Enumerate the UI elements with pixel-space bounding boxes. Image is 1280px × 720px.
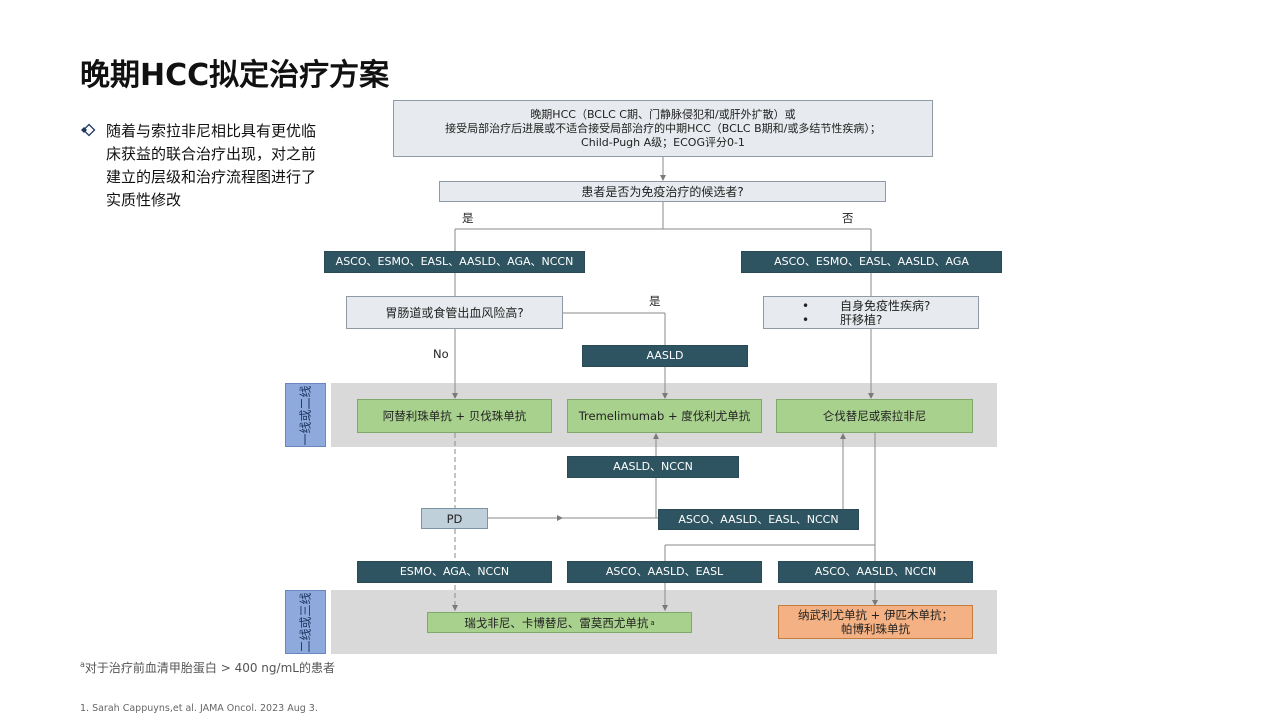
guideline-box-asco-aasld-nccn: ASCO、AASLD、NCCN xyxy=(778,561,973,583)
progression-pd-box: PD xyxy=(421,508,488,529)
contraindication-item: 肝移植? xyxy=(764,313,978,327)
page-title: 晚期HCC拟定治疗方案 xyxy=(80,58,390,93)
footnote-marker: a xyxy=(650,618,655,627)
first-or-second-line-label: 一线或二线 xyxy=(285,383,326,447)
no-label: 否 xyxy=(842,211,854,225)
gi-bleeding-question: 胃肠道或食管出血风险高? xyxy=(346,296,563,329)
footnote-afp: a对于治疗前血清甲胎蛋白 > 400 ng/mL的患者 xyxy=(80,660,335,675)
guideline-box-aasld: AASLD xyxy=(582,345,748,367)
guideline-box-left: ASCO、ESMO、EASL、AASLD、AGA、NCCN xyxy=(324,251,585,273)
reference-citation: 1. Sarah Cappuyns,et al. JAMA Oncol. 202… xyxy=(80,703,318,714)
yes-label: 是 xyxy=(462,211,474,225)
diamond-bullet-icon xyxy=(81,123,96,137)
immunotherapy-candidate-question: 患者是否为免疫治疗的候选者? xyxy=(439,181,886,202)
guideline-box-right: ASCO、ESMO、EASL、AASLD、AGA xyxy=(741,251,1002,273)
summary-text: 随着与索拉非尼相比具有更优临床获益的联合治疗出现，对之前建立的层级和治疗流程图进… xyxy=(106,122,317,209)
treme-durva-box: Tremelimumab + 度伐利尤单抗 xyxy=(567,399,762,433)
atezo-bev-box: 阿替利珠单抗 + 贝伐珠单抗 xyxy=(357,399,552,433)
gi-yes-label: 是 xyxy=(649,294,661,308)
guideline-box-esmo-aga-nccn: ESMO、AGA、NCCN xyxy=(357,561,552,583)
lenva-sora-box: 仑伐替尼或索拉非尼 xyxy=(776,399,973,433)
second-or-third-line-label: 二线或三线 xyxy=(285,590,326,654)
guideline-box-aasld-nccn: AASLD、NCCN xyxy=(567,456,739,478)
contraindication-item: 自身免疫性疾病? xyxy=(764,299,978,313)
gi-no-label: No xyxy=(433,347,449,361)
io-second-line-box: 纳武利尤单抗 + 伊匹木单抗； 帕博利珠单抗 xyxy=(778,605,973,639)
guideline-box-asco-aasld-easl-nccn: ASCO、AASLD、EASL、NCCN xyxy=(658,509,859,530)
guideline-box-asco-aasld-easl: ASCO、AASLD、EASL xyxy=(567,561,762,583)
patient-criteria-box: 晚期HCC（BCLC C期、门静脉侵犯和/或肝外扩散）或 接受局部治疗后进展或不… xyxy=(393,100,933,157)
contraindication-box: 自身免疫性疾病? 肝移植? xyxy=(763,296,979,329)
